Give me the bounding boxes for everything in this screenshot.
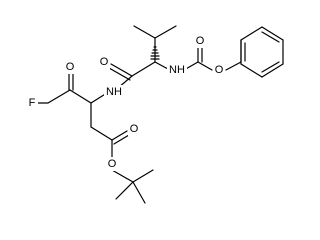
atom-carbamate-nitrogen-label: NH [169,64,185,76]
atom-carbamate-ester-oxygen-label: O [215,64,224,76]
bond-amide-carbonyl [110,63,133,77]
bond-tbutyl-methyl-1 [132,169,154,183]
bond-ketone-carbon-ch [69,89,92,104]
bond-ch2-ester-carbon [90,126,113,141]
bond-alpha-carbamate-nh [154,61,169,70]
bond-ring-1 [240,26,263,41]
bond-ch2-ketone-carbon [47,89,71,104]
bond-ring-4 [261,63,284,78]
bond-ring-5 [240,63,263,78]
atom-carbamate-carbonyl-oxygen-label: O [196,35,205,47]
bond-carbamate-carbon-oxygen [197,61,213,71]
bond-ring-inner-2 [261,61,280,73]
atom-ester-carbonyl-oxygen-label: O [130,123,139,135]
bond-oxygen-benzyl-ch2 [225,61,242,71]
atom-amide-oxygen-label: O [100,56,109,68]
bond-ring-inner-1 [261,31,280,43]
bond-isopropyl-methyl-1 [133,25,156,39]
bond-tbutyl-methyl-3 [115,181,134,200]
bond-tbutyl-methyl-2 [132,181,146,204]
bond-amide-carbon-alpha [131,61,156,77]
atom-ester-oxygen-label: O [108,158,117,170]
atom-fluorine-label: F [29,97,36,109]
bond-ester-oxygen-tbutyl [111,169,134,183]
stereo-hash-bond [150,46,160,60]
atom-ketone-oxygen-label: O [66,61,75,73]
bond-ring-2 [261,26,284,41]
bond-layer [37,25,284,204]
bond-isopropyl-methyl-2 [154,25,177,39]
bond-amide-carbonyl-double [108,67,131,81]
bond-ester-carbonyl [111,130,128,141]
atom-labels: F O NH O NH O O O O [26,34,225,171]
chemical-structure-diagram: F O NH O NH O O O O [26,25,284,204]
atom-amide-nitrogen-label: NH [106,86,122,98]
bond-ester-carbonyl-double [113,134,130,145]
